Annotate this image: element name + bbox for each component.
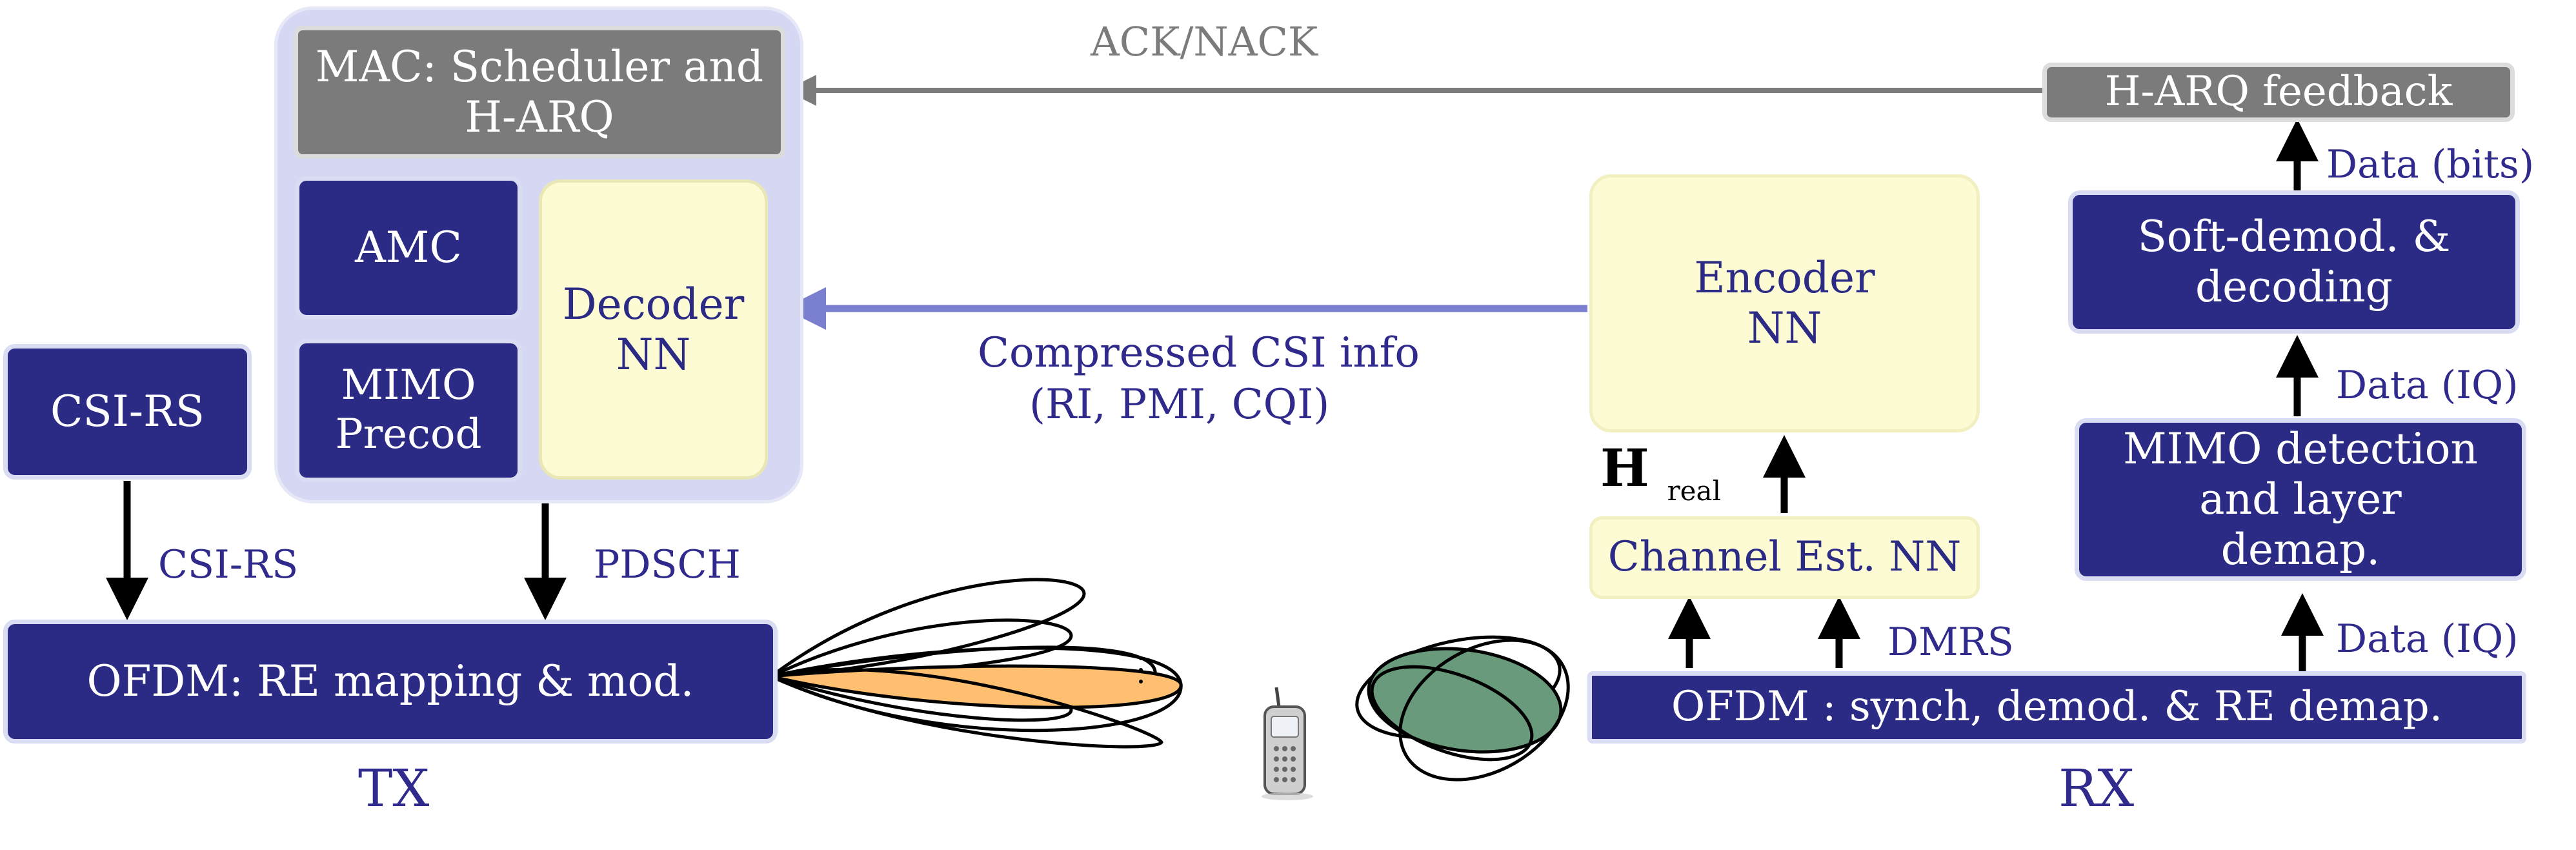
decoder-nn-label: Decoder NN xyxy=(562,279,745,379)
csi-rs-block-label: CSI-RS xyxy=(50,387,205,437)
mac-scheduler-label: MAC: Scheduler and H-ARQ xyxy=(315,42,764,142)
data-iq-top-label: Data (IQ) xyxy=(2336,363,2519,408)
mimo-detection-block: MIMO detection and layer demap. xyxy=(2075,418,2526,581)
encoder-nn-label: Encoder NN xyxy=(1694,253,1875,353)
mimo-precod-label: MIMO Precod xyxy=(335,361,482,458)
decoder-nn-block: Decoder NN xyxy=(539,179,768,480)
mobile-phone-icon xyxy=(1262,687,1313,800)
beam-ellipsis-dots xyxy=(1139,656,1143,683)
csi-rs-arrow-label: CSI-RS xyxy=(158,542,299,587)
data-iq-bottom-label: Data (IQ) xyxy=(2336,616,2519,662)
channel-est-nn-block: Channel Est. NN xyxy=(1589,516,1980,599)
rx-beam-pattern xyxy=(1355,635,1570,782)
compressed-csi-label-line1: Compressed CSI info xyxy=(978,329,1420,377)
ack-nack-label: ACK/NACK xyxy=(1091,18,1318,65)
harq-feedback-label: H-ARQ feedback xyxy=(2104,68,2453,116)
compressed-csi-label-line2: (RI, PMI, CQI) xyxy=(1029,381,1330,429)
rx-label: RX xyxy=(2058,758,2135,818)
harq-feedback-block: H-ARQ feedback xyxy=(2042,63,2515,122)
amc-block: AMC xyxy=(295,176,522,319)
h-subscript: real xyxy=(1667,475,1721,507)
pdsch-arrow-label: PDSCH xyxy=(594,542,741,587)
tx-label: TX xyxy=(358,758,430,818)
encoder-nn-block: Encoder NN xyxy=(1589,174,1980,432)
tx-beam-pattern xyxy=(765,578,1183,749)
rx-ofdm-label: OFDM : synch, demod. & RE demap. xyxy=(1671,683,2443,731)
mimo-detection-label: MIMO detection and layer demap. xyxy=(2122,424,2479,574)
h-symbol: H xyxy=(1600,438,1649,498)
tx-ofdm-block: OFDM: RE mapping & mod. xyxy=(3,620,778,744)
rx-ofdm-block: OFDM : synch, demod. & RE demap. xyxy=(1587,671,2526,744)
mac-scheduler-block: MAC: Scheduler and H-ARQ xyxy=(294,26,785,159)
soft-demod-block: Soft-demod. & decoding xyxy=(2068,190,2520,334)
soft-demod-label: Soft-demod. & decoding xyxy=(2137,212,2451,312)
tx-ofdm-label: OFDM: RE mapping & mod. xyxy=(86,656,694,707)
data-bits-label: Data (bits) xyxy=(2326,142,2535,187)
amc-label: AMC xyxy=(355,223,462,273)
csi-rs-block: CSI-RS xyxy=(3,344,252,480)
dmrs-label: DMRS xyxy=(1887,620,2014,665)
channel-est-nn-label: Channel Est. NN xyxy=(1607,533,1962,582)
mimo-precod-block: MIMO Precod xyxy=(295,339,522,482)
